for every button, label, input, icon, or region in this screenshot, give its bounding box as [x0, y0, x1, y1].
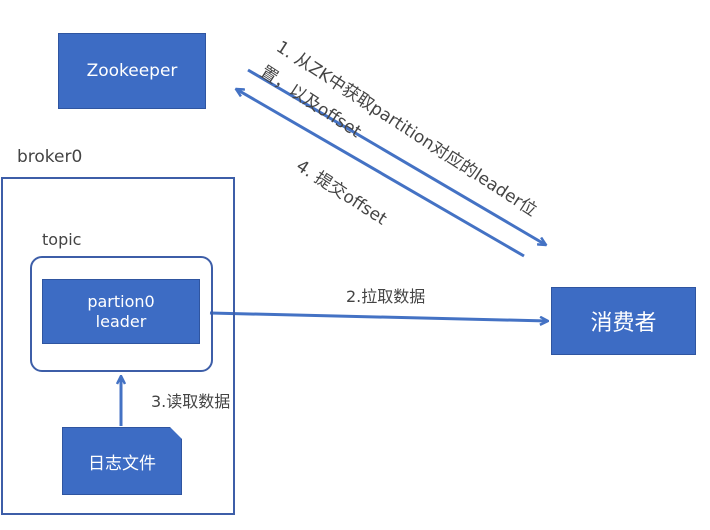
partition-role-label: leader: [95, 311, 147, 331]
log-file-label: 日志文件: [88, 453, 156, 474]
broker-label: broker0: [17, 147, 83, 167]
partition-leader-node: partion0 leader: [42, 279, 200, 344]
consumer-label: 消费者: [590, 311, 657, 336]
consumer-node: 消费者: [551, 287, 696, 355]
zookeeper-label: Zookeeper: [86, 61, 178, 81]
broker-frame: [1, 177, 235, 515]
zookeeper-node: Zookeeper: [58, 33, 206, 109]
log-file-node: 日志文件: [62, 427, 182, 495]
partition-label: partion0: [87, 291, 155, 311]
step3-label: 3.读取数据: [151, 392, 231, 411]
topic-label: topic: [42, 230, 82, 249]
page-fold-corner: [170, 427, 182, 439]
arrow-step4-to-zookeeper: [236, 89, 525, 258]
arrow-step2-to-consumer: [209, 311, 548, 321]
topic-frame: [30, 256, 213, 372]
arrow-step1-to-consumer: [247, 68, 546, 245]
step2-label: 2.拉取数据: [346, 287, 426, 306]
